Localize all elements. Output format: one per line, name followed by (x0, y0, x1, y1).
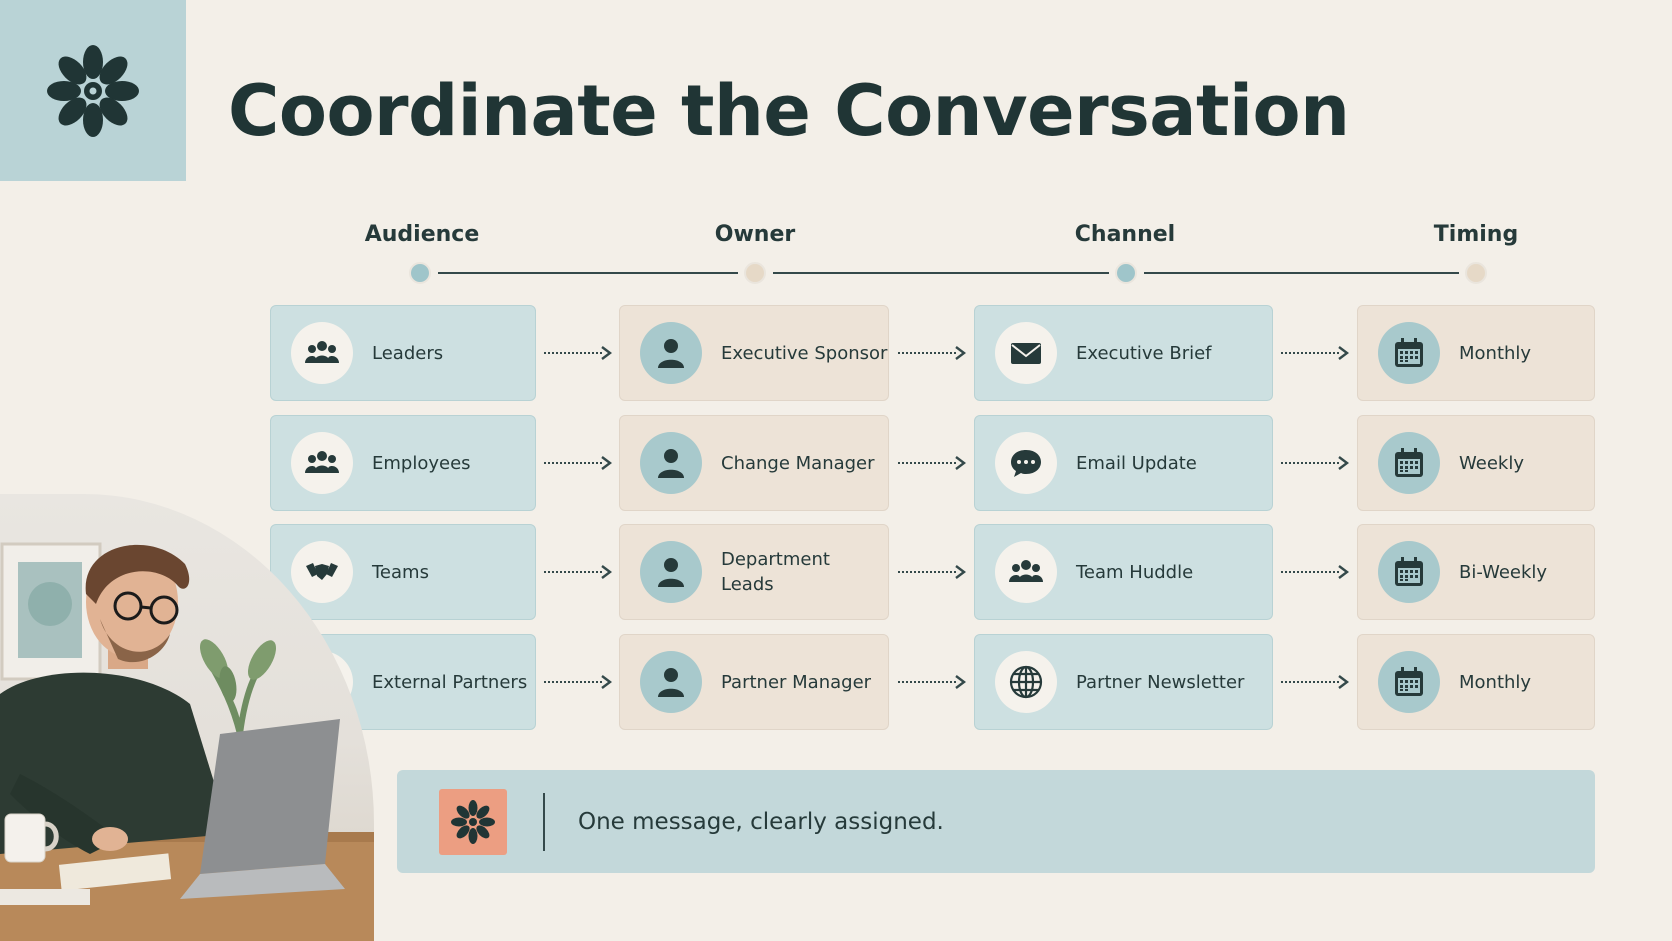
globe-icon (995, 651, 1057, 713)
timing-card: Weekly (1357, 415, 1595, 511)
audience-label: External Partners (372, 671, 528, 693)
timeline-dot-owner (744, 262, 766, 284)
timing-label: Monthly (1459, 342, 1532, 364)
person-icon (640, 322, 702, 384)
channel-label: Team Huddle (1076, 561, 1194, 583)
timeline-segment (1144, 272, 1459, 274)
column-header-channel: Channel (1074, 222, 1176, 247)
person-icon (640, 432, 702, 494)
logo-box (0, 0, 186, 181)
calendar-icon (1378, 432, 1440, 494)
flow-arrow (1281, 672, 1349, 692)
channel-label: Partner Newsletter (1076, 671, 1245, 693)
owner-label: Department Leads (721, 549, 830, 595)
group-icon (995, 541, 1057, 603)
timing-card: Monthly (1357, 305, 1595, 401)
timeline-dot-audience (409, 262, 431, 284)
flower-icon (439, 788, 507, 855)
channel-card: Partner Newsletter (974, 634, 1273, 730)
timing-label: Monthly (1459, 671, 1532, 693)
owner-label: Change Manager (721, 452, 875, 474)
chat-bubble-icon (995, 432, 1057, 494)
person-at-laptop-photo (0, 494, 374, 941)
timing-card: Monthly (1357, 634, 1595, 730)
timeline-segment (438, 272, 738, 274)
audience-label: Leaders (372, 342, 444, 364)
group-icon (291, 322, 353, 384)
page-title: Coordinate the Conversation (228, 70, 1350, 152)
calendar-icon (1378, 651, 1440, 713)
flow-arrow (898, 672, 966, 692)
audience-label: Employees (372, 452, 471, 474)
audience-card: Leaders (270, 305, 536, 401)
timeline-dot-timing (1465, 262, 1487, 284)
audience-card: Employees (270, 415, 536, 511)
timing-card: Bi-Weekly (1357, 524, 1595, 620)
flow-arrow (1281, 453, 1349, 473)
banner-text: One message, clearly assigned. (578, 808, 944, 835)
channel-card: Team Huddle (974, 524, 1273, 620)
audience-card: Teams (270, 524, 536, 620)
flow-arrow (544, 343, 612, 363)
flow-arrow (1281, 343, 1349, 363)
flow-arrow (898, 562, 966, 582)
handshake-icon (291, 541, 353, 603)
timing-label: Weekly (1459, 452, 1524, 474)
timing-label: Bi-Weekly (1459, 561, 1548, 583)
flow-arrow (544, 562, 612, 582)
channel-label: Email Update (1076, 452, 1197, 474)
calendar-icon (1378, 541, 1440, 603)
timeline-segment (773, 272, 1109, 274)
flow-arrow (1281, 562, 1349, 582)
owner-label: Partner Manager (721, 671, 872, 693)
summary-banner: One message, clearly assigned. (397, 770, 1595, 873)
person-icon (640, 541, 702, 603)
column-header-owner: Owner (714, 222, 796, 247)
owner-label: Executive Sponsor (721, 342, 888, 364)
timeline-dot-channel (1115, 262, 1137, 284)
owner-card: Partner Manager (619, 634, 889, 730)
channel-card: Executive Brief (974, 305, 1273, 401)
owner-card: Executive Sponsor (619, 305, 889, 401)
flow-arrow (544, 672, 612, 692)
calendar-icon (1378, 322, 1440, 384)
person-icon (640, 651, 702, 713)
channel-card: Email Update (974, 415, 1273, 511)
flow-arrow (898, 343, 966, 363)
banner-divider (543, 792, 545, 851)
group-icon (291, 432, 353, 494)
flow-arrow (544, 453, 612, 473)
flow-arrow (898, 453, 966, 473)
envelope-icon (995, 322, 1057, 384)
flower-logo-icon (47, 44, 139, 137)
audience-label: Teams (372, 561, 429, 583)
column-header-audience: Audience (364, 222, 480, 247)
owner-card: Department Leads (619, 524, 889, 620)
column-header-timing: Timing (1433, 222, 1519, 247)
channel-label: Executive Brief (1076, 342, 1212, 364)
owner-card: Change Manager (619, 415, 889, 511)
